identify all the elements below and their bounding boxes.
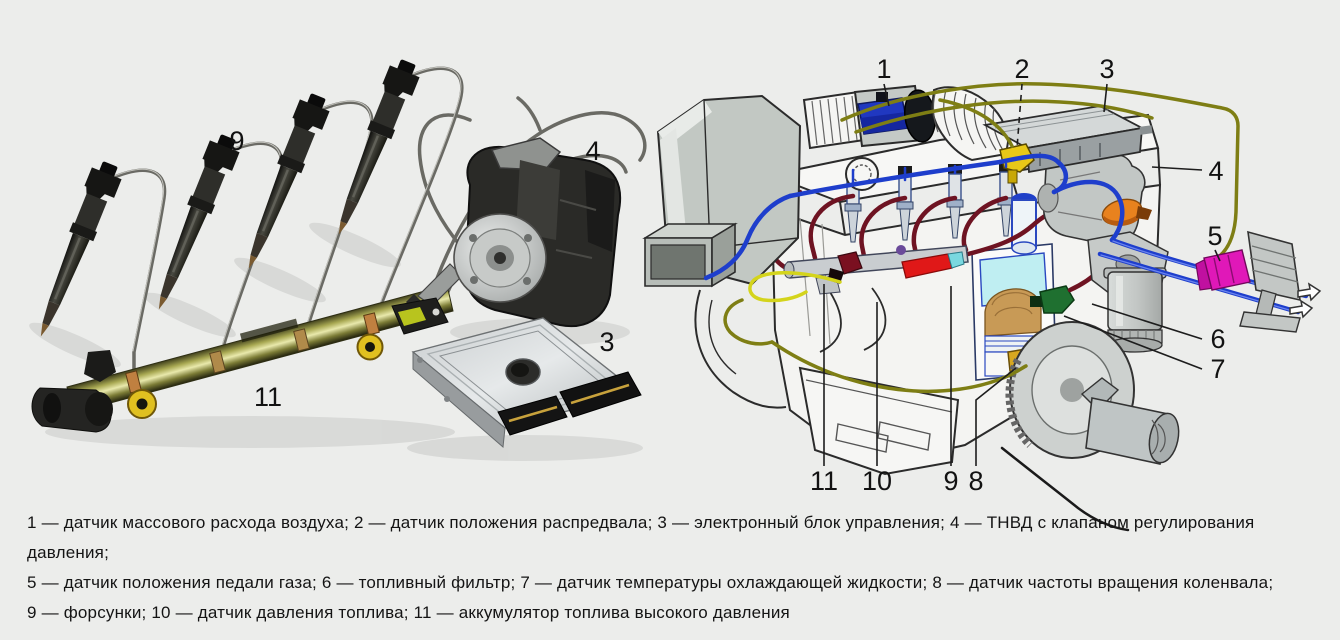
callout-engine-8: 8 [968,466,983,496]
callout-engine-1: 1 [876,54,891,84]
callout-injectors-photo: 9 [229,126,244,156]
callout-engine-10: 10 [862,466,892,496]
accelerator-pedal [1195,230,1301,333]
caption: 1 — датчик массового расхода воздуха; 2 … [27,508,1325,628]
air-filter-box [642,94,802,288]
wiring-olive [723,82,1240,393]
callout-engine-5: 5 [1207,221,1222,251]
rail-pressure-sensor-photo [31,350,116,433]
fuel-pressure-sensor [896,245,965,279]
callout-pump-photo: 4 [585,136,600,166]
ecu-photo [411,317,642,449]
engine-fuel-rail [783,245,969,295]
callout-engine-3: 3 [1099,54,1114,84]
engine-callouts: 1 2 3 4 5 6 7 8 9 10 11 [810,54,1226,496]
air-duct [642,222,738,288]
hose-bottom-right [1000,446,1130,532]
callout-engine-11: 11 [810,466,838,496]
wire-yellow [748,271,842,303]
pedal-position-sensor [1195,249,1251,291]
caption-line-2: 5 — датчик положения педали газа; 6 — то… [27,573,1274,592]
caption-line-3: 9 — форсунки; 10 — датчик давления топли… [27,603,790,622]
caption-line-1: 1 — датчик массового расхода воздуха; 2 … [27,513,1255,562]
pump-photo [406,137,622,328]
photo-montage: 9 11 4 3 [29,59,647,461]
engine-illustration: 1 2 3 4 5 6 7 8 9 10 11 [642,54,1322,532]
injector-photo [248,93,330,269]
oil-pan [798,366,960,476]
fuel-flow-arrows [1289,282,1322,319]
rail-sensor-dark [828,251,863,284]
injector-photo [158,134,240,310]
injectors-photo [40,59,420,337]
piston [984,288,1042,337]
callout-engine-7: 7 [1210,354,1225,384]
injector-pipes-photo [110,66,647,390]
injector-photo [40,161,122,337]
rail-fittings [125,290,437,394]
callout-engine-2: 2 [1014,54,1029,84]
rail-eyelets [127,333,384,419]
callout-engine-9: 9 [943,466,958,496]
callout-rail-photo: 11 [254,382,282,412]
callout-engine-4: 4 [1208,156,1223,186]
coolant-temp-sensor [1030,285,1075,314]
photo-labels: 9 11 4 3 [229,126,614,412]
callout-engine-6: 6 [1210,324,1225,354]
photo-shadows [29,222,643,461]
injector-photo [338,59,420,235]
callout-ecu-photo: 3 [599,327,614,357]
fuel-rail-photo [31,284,454,433]
starter-motor [1080,377,1180,465]
small-sensor-photo [391,297,449,335]
